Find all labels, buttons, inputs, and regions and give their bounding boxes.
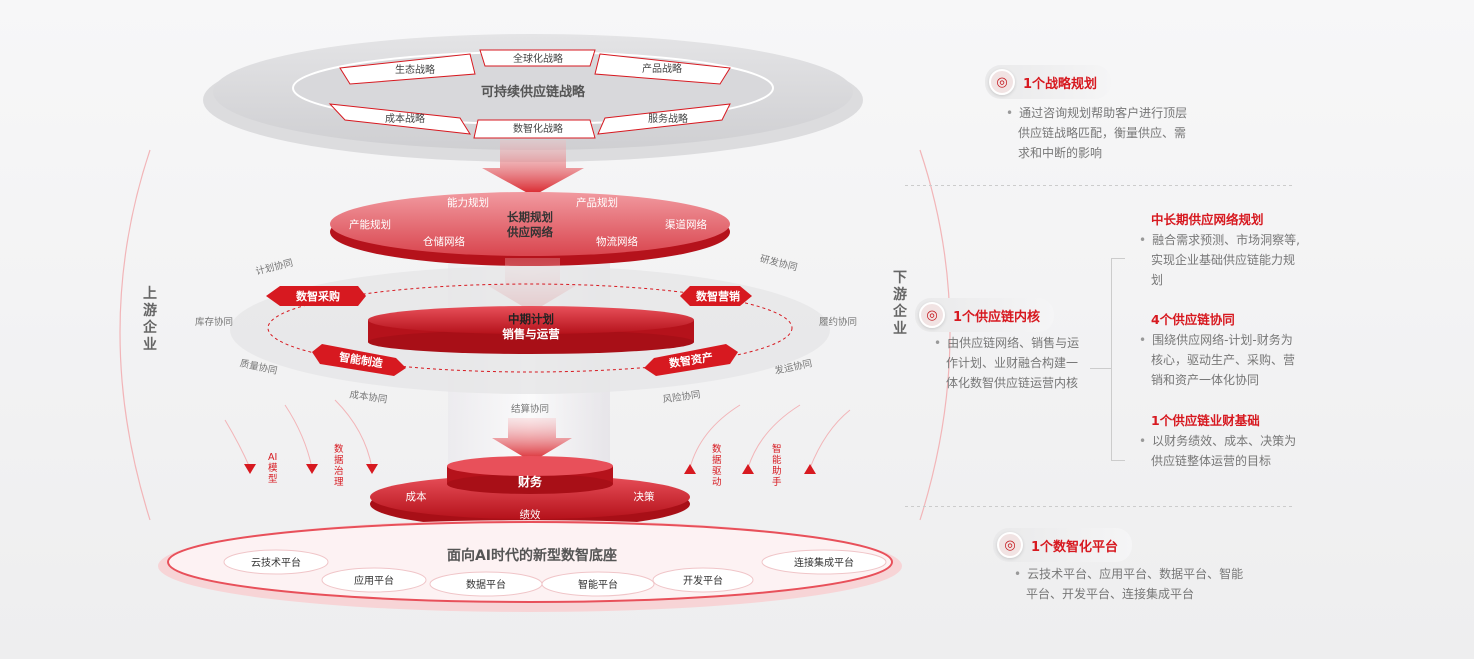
- platform-desc: •云技术平台、应用平台、数据平台、智能 平台、开发平台、连接集成平台: [1014, 567, 1244, 601]
- finance-title: 1个供应链业财基础: [1151, 413, 1260, 428]
- longterm-item-capacity: 能力规划: [447, 196, 489, 209]
- collab-inventory: 库存协同: [195, 316, 233, 328]
- midterm-center-2: 销售与运营: [502, 327, 560, 341]
- finance-item-cost: 成本: [406, 490, 427, 503]
- base-item-integration: 连接集成平台: [794, 556, 854, 569]
- finance-item-decision: 决策: [634, 490, 655, 503]
- btn-shape-asset: [644, 344, 738, 376]
- collab-settle: 结算协同: [511, 403, 549, 415]
- strategy-item-global: 全球化战略: [513, 52, 563, 65]
- btn-shape-manufacture: [312, 344, 406, 376]
- longterm-item-channel: 渠道网络: [665, 218, 707, 231]
- bracket: [1111, 258, 1125, 461]
- strategy-item-product: 产品战略: [642, 62, 682, 75]
- divider-1: [905, 185, 1295, 186]
- longterm-item-production: 产能规划: [349, 218, 391, 231]
- collab-risk: 风险协同: [662, 388, 701, 405]
- upstream-label: 上游企业: [143, 286, 161, 353]
- midterm-cylinder-top: [368, 306, 694, 334]
- arrow-down-3: [492, 418, 572, 462]
- base-item-dev: 开发平台: [683, 574, 723, 587]
- left-arc: [119, 149, 151, 521]
- base-item-ai: 智能平台: [578, 578, 618, 591]
- btn-shape-procure: [266, 286, 366, 306]
- finance-center: 财务: [517, 474, 543, 489]
- base-pills: [223, 549, 887, 597]
- longterm-item-product: 产品规划: [576, 196, 618, 209]
- btn-digital-marketing: 数智营销: [696, 290, 740, 303]
- finance-desc: •以财务绩效、成本、决策为 供应链整体运营的目标: [1139, 434, 1297, 468]
- right-flow-arrows: [689, 404, 851, 469]
- tag-ai-model: AI模型: [268, 452, 278, 485]
- collab-cost: 成本协同: [349, 388, 388, 405]
- arrow-down-1: [482, 140, 584, 196]
- network-desc: •融合需求预测、市场洞察等, 实现企业基础供应链能力规 划: [1139, 233, 1300, 287]
- midterm-center-1: 中期计划: [508, 312, 554, 326]
- left-flow-arrows: [224, 399, 373, 469]
- strategy-item-digital: 数智化战略: [513, 122, 563, 135]
- tag-data-governance: 数据治理: [334, 444, 344, 488]
- finance-cylinder-top: [447, 456, 613, 476]
- tag-data-driven: 数据驱动: [712, 444, 722, 488]
- longterm-item-warehouse: 仓储网络: [423, 235, 465, 248]
- midterm-cylinder-bottom: [368, 330, 694, 354]
- collab-plan: 计划协同: [254, 257, 294, 278]
- finance-item-performance: 绩效: [520, 508, 541, 521]
- btn-digital-procurement: 数智采购: [296, 290, 340, 303]
- longterm-center-1: 长期规划: [507, 210, 553, 224]
- core-icon: ◎: [919, 302, 945, 328]
- strategy-item-service: 服务战略: [648, 112, 688, 125]
- base-item-app: 应用平台: [354, 574, 394, 587]
- collab-ring-dashed: [267, 283, 793, 373]
- platform-title: 1个数智化平台: [1031, 539, 1119, 555]
- right-arc: [919, 149, 951, 521]
- tag-smart-assistant: 智能助手: [772, 444, 782, 488]
- longterm-item-logistics: 物流网络: [596, 235, 638, 248]
- bracket-connector: [1090, 368, 1112, 369]
- collab-rd: 研发协同: [759, 253, 799, 274]
- collab-fulfill: 履约协同: [819, 316, 857, 328]
- longterm-disc: [330, 192, 730, 256]
- core-title: 1个供应链内核: [953, 309, 1041, 325]
- base-item-cloud: 云技术平台: [251, 556, 301, 569]
- collab-desc: •围绕供应网络-计划-财务为 核心，驱动生产、采购、营 销和资产一体化协同: [1139, 333, 1296, 387]
- platform-icon: ◎: [997, 532, 1023, 558]
- diagram-svg: 全球化战略 生态战略 产品战略 成本战略 数智化战略 服务战略 可持续供应链战略…: [119, 34, 951, 612]
- strategy-item-eco: 生态战略: [395, 63, 435, 76]
- strategy-item-cost: 成本战略: [385, 112, 425, 125]
- core-pill: ◎ 1个供应链内核: [915, 298, 1055, 332]
- btn-shape-marketing: [680, 286, 752, 306]
- divider-2: [905, 506, 1295, 507]
- base-item-data: 数据平台: [466, 578, 506, 591]
- longterm-center-2: 供应网络: [506, 225, 553, 239]
- downstream-label: 下游企业: [893, 270, 911, 337]
- strategy-title: 1个战略规划: [1023, 76, 1098, 92]
- strategy-tags: [328, 49, 731, 139]
- collab-title: 4个供应链协同: [1151, 312, 1235, 327]
- target-icon: ◎: [989, 69, 1015, 95]
- strategy-desc: •通过咨询规划帮助客户进行顶层 供应链战略匹配，衡量供应、需 求和中断的影响: [1006, 106, 1188, 160]
- strategy-center: 可持续供应链战略: [481, 84, 586, 100]
- platform-pill: ◎ 1个数智化平台: [993, 528, 1133, 562]
- base-title: 面向AI时代的新型数智底座: [447, 547, 617, 564]
- core-desc: •由供应链网络、销售与运 作计划、业财融合构建一 体化数智供应链运营内核: [934, 336, 1080, 390]
- strategy-pill: ◎ 1个战略规划: [985, 65, 1112, 99]
- network-title: 中长期供应网络规划: [1151, 212, 1264, 227]
